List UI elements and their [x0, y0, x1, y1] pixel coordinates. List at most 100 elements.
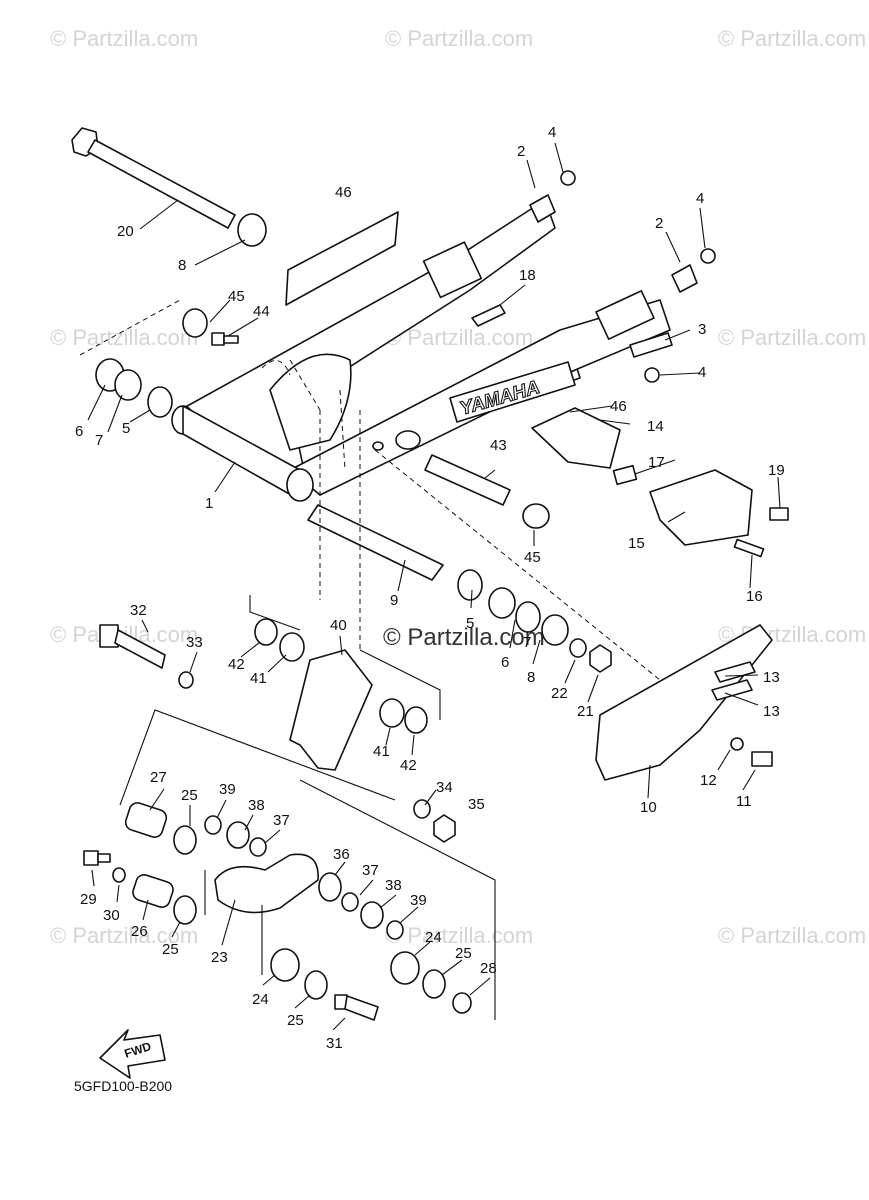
watermark-mid-right: © Partzilla.com: [718, 325, 866, 350]
callout-46-upper: 46: [335, 184, 352, 201]
cap-45: [522, 503, 550, 529]
callout-13-upper: 13: [763, 669, 780, 686]
clip-18: [471, 304, 506, 327]
watermark-bottom-left: © Partzilla.com: [50, 923, 198, 948]
washer-28: [452, 992, 472, 1014]
collar-9: [307, 504, 444, 581]
callout-38-b: 38: [385, 877, 402, 894]
callout-labels: 1 2 2 3 4 4 4 5 5 6 6 7 7 8 8 9 10 11 12…: [75, 124, 785, 1052]
bolt-4-lower: [644, 367, 660, 383]
connecting-rod-23: [214, 853, 319, 914]
callout-34: 34: [436, 779, 453, 796]
yamaha-emblem: [449, 361, 576, 423]
bracket-2-upper: [529, 194, 556, 223]
watermark-bottom-center: © Partzilla.com: [385, 923, 533, 948]
plate-13-lower: [711, 679, 753, 701]
callout-13-lower: 13: [763, 703, 780, 720]
callout-19: 19: [768, 462, 785, 479]
washer-8-right: [541, 614, 569, 646]
watermark-top-right: © Partzilla.com: [718, 26, 866, 51]
callout-38-a: 38: [248, 797, 265, 814]
callout-8-right: 8: [527, 669, 535, 686]
callout-31: 31: [326, 1035, 343, 1052]
clip-37-a: [249, 837, 267, 857]
callout-25-b: 25: [162, 941, 179, 958]
callout-4-lower: 4: [698, 364, 706, 381]
callout-5-right: 5: [466, 615, 474, 632]
callout-25-a: 25: [181, 787, 198, 804]
callout-32: 32: [130, 602, 147, 619]
callout-7-right: 7: [523, 634, 531, 651]
bolt-4-right: [700, 248, 716, 264]
callout-20: 20: [117, 223, 134, 240]
leader-lines: [87, 142, 781, 1031]
seal-42-lower: [404, 706, 428, 734]
washer-30: [112, 867, 126, 883]
callout-25-d: 25: [287, 1012, 304, 1029]
bearing-41-lower: [379, 698, 405, 728]
callout-23: 23: [211, 949, 228, 966]
seal-25-d: [304, 970, 328, 1000]
fwd-arrow-icon: FWD: [99, 1029, 166, 1079]
bolt-44: [211, 332, 239, 346]
bolt-31: [334, 994, 379, 1021]
callout-39-a: 39: [219, 781, 236, 798]
seal-25-a: [173, 825, 197, 855]
callout-1: 1: [205, 495, 213, 512]
callout-27: 27: [150, 769, 167, 786]
callout-42-upper: 42: [228, 656, 245, 673]
spring-7-right: [488, 587, 516, 619]
diagram-code: 5GFD100-B200: [74, 1078, 172, 1094]
swingarm: YAMAHA: [171, 199, 671, 502]
callout-45-upper: 45: [228, 288, 245, 305]
callout-11: 11: [736, 793, 752, 810]
callout-45-lower: 45: [524, 549, 541, 566]
spring-7-left: [114, 369, 142, 401]
watermark-top-left: © Partzilla.com: [50, 26, 198, 51]
bolt-4-upper: [560, 170, 576, 186]
callout-22: 22: [551, 685, 568, 702]
callout-26: 26: [131, 923, 148, 940]
plate-3: [629, 332, 673, 358]
decal-46-upper: [285, 211, 399, 306]
callout-7-left: 7: [95, 432, 103, 449]
callout-30: 30: [103, 907, 120, 924]
callout-36: 36: [333, 846, 350, 863]
bolt-29: [83, 850, 111, 866]
washer-38-a: [226, 821, 250, 849]
callout-41-lower: 41: [373, 743, 390, 760]
callout-24-left: 24: [252, 991, 269, 1008]
callout-5-left: 5: [122, 420, 130, 437]
bolt-32: [99, 624, 166, 669]
chain-guard-15: [649, 469, 753, 546]
callout-24-right: 24: [425, 929, 442, 946]
callout-4-right: 4: [696, 190, 704, 207]
washer-22: [569, 638, 587, 658]
shaft-43: [424, 454, 511, 506]
callout-15: 15: [628, 535, 645, 552]
callout-41-upper: 41: [250, 670, 267, 687]
callout-10: 10: [640, 799, 657, 816]
clip-37-b: [341, 892, 359, 912]
relay-arm-40: [289, 649, 373, 771]
callout-2-right: 2: [655, 215, 663, 232]
seal-6-right: [515, 601, 541, 633]
callout-18: 18: [519, 267, 536, 284]
callout-44: 44: [253, 303, 270, 320]
callout-6-right: 6: [501, 654, 509, 671]
collar-27: [124, 802, 168, 838]
seal-42-upper: [254, 618, 278, 646]
chain-guide-10: [595, 624, 773, 781]
washer-12: [730, 737, 744, 751]
chain-slider-14: [531, 407, 621, 469]
callout-4-upper: 4: [548, 124, 556, 141]
callout-37-b: 37: [362, 862, 379, 879]
nut-21: [589, 644, 612, 673]
callout-40: 40: [330, 617, 347, 634]
callout-6-left: 6: [75, 423, 83, 440]
callout-14: 14: [647, 418, 664, 435]
watermark-bottom-right: © Partzilla.com: [718, 923, 866, 948]
dashed-guides: [79, 299, 661, 681]
collar-17: [612, 464, 638, 486]
washer-33: [178, 671, 194, 689]
